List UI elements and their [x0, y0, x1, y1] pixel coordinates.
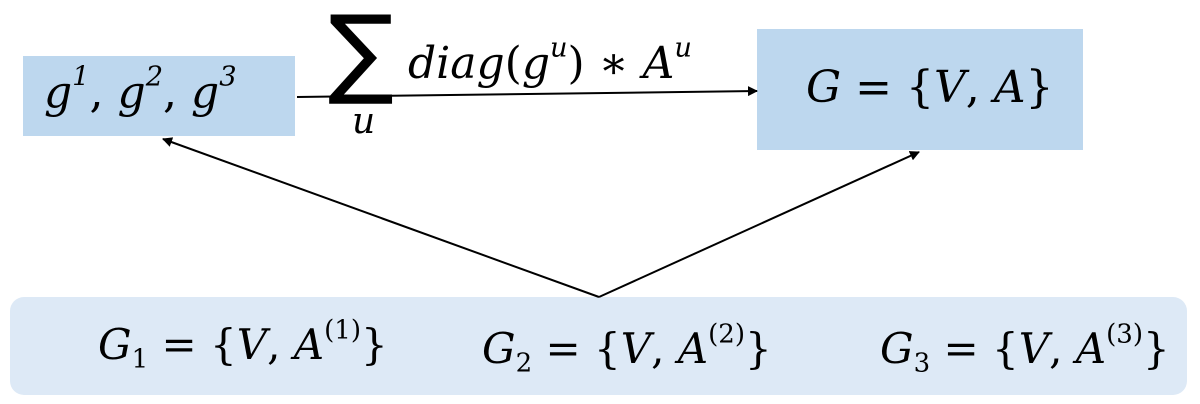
- graph-2-label: G2 = {V, A(2)}: [482, 319, 772, 379]
- fused-graph-label: G = {V, A}: [806, 62, 1054, 113]
- arrow-weights-to-graph: [296, 86, 758, 98]
- input-weights-box: [23, 56, 295, 136]
- sum-index: u: [352, 101, 376, 142]
- graph-1-label: G1 = {V, A(1)}: [98, 315, 388, 375]
- arrow-panel-to-graph: [598, 151, 920, 298]
- fused-graph-box: [757, 29, 1083, 150]
- weights-label: g1, g2, g3: [44, 61, 237, 118]
- graphs-panel: [10, 297, 1187, 395]
- arrow-panel-to-weights: [162, 137, 600, 298]
- sum-symbol: ∑: [328, 0, 395, 109]
- fusion-operator-label: diag(gu) ∗ Au: [408, 32, 692, 89]
- graph-3-label: G3 = {V, A(3)}: [880, 319, 1170, 379]
